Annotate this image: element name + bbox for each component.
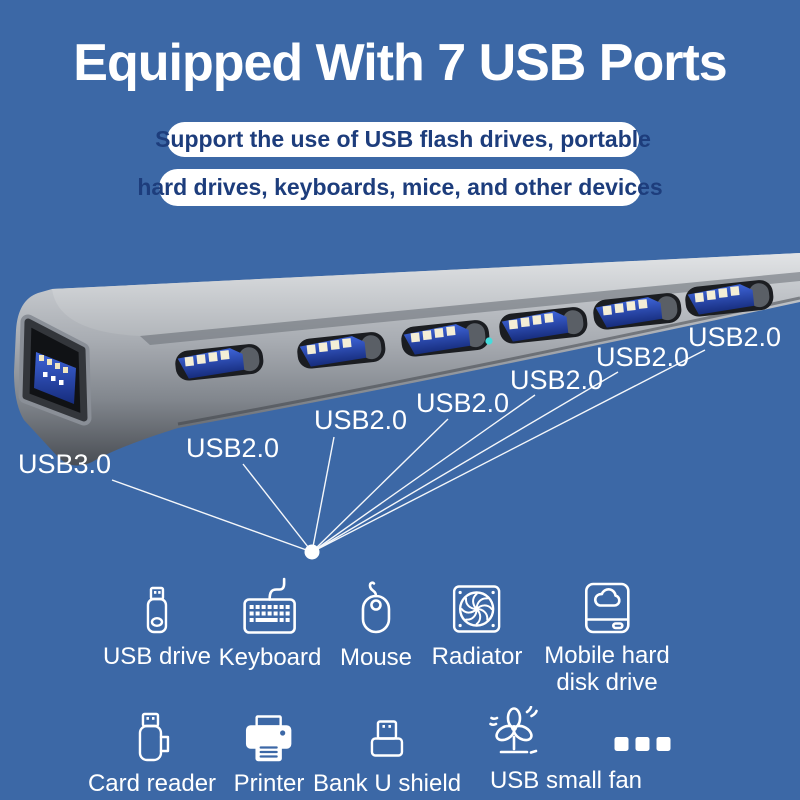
device-printer: Printer: [233, 714, 305, 797]
usb3-pins: [39, 355, 68, 385]
port-label-usb2-1: USB2.0: [186, 433, 279, 463]
usb3-port: [18, 314, 92, 426]
usb-drive-icon: [103, 586, 211, 636]
device-radiator: Radiator: [431, 584, 523, 670]
device-label: Card reader: [87, 770, 217, 797]
device-label-line1: Mobile hard: [544, 642, 670, 669]
usb-small-fan-icon: [488, 706, 540, 762]
device-usb-drive: USB drive: [103, 586, 211, 670]
subtitle-pill-2: hard drives, keyboards, mice, and other …: [137, 169, 663, 206]
device-label: Mouse: [339, 644, 413, 671]
port-label-usb3: USB3.0: [18, 449, 111, 479]
device-label: USB small fan: [489, 767, 643, 794]
port-label-usb2-6: USB2.0: [688, 322, 781, 352]
port-label-usb2-2: USB2.0: [314, 405, 407, 435]
subtitle-pill-1: Support the use of USB flash drives, por…: [155, 122, 651, 157]
power-led: [485, 337, 493, 345]
usb-hub-illustration: USB3.0 USB2.0 USB2.0 USB2.0 USB2.0 USB2.…: [14, 253, 800, 560]
port-label-usb2-4: USB2.0: [510, 365, 603, 395]
device-label: Bank U shield: [312, 770, 462, 797]
device-mobile-hdd: Mobile hard disk drive: [544, 582, 670, 696]
bank-u-shield-icon: [313, 719, 461, 761]
device-label: Keyboard: [218, 644, 322, 671]
device-label-line2: disk drive: [556, 669, 658, 696]
card-reader-icon: [88, 712, 216, 764]
mouse-icon: [340, 580, 412, 634]
device-bank-u-shield: Bank U shield: [313, 719, 461, 797]
usb2-ports: [175, 280, 774, 381]
usb-small-fan-icon-wrap: [488, 706, 540, 762]
device-usb-small-fan: USB small fan: [490, 767, 642, 794]
page-title: Equipped With 7 USB Ports: [73, 34, 727, 92]
device-card-reader: Card reader: [88, 712, 216, 797]
device-label: Printer: [233, 770, 305, 797]
keyboard-icon: [219, 576, 322, 636]
printer-icon: [234, 714, 305, 764]
mobile-hard-disk-icon: [544, 582, 669, 634]
device-label: USB drive: [102, 643, 212, 670]
device-keyboard: Keyboard: [218, 576, 322, 671]
device-mouse: Mouse: [340, 580, 412, 671]
callout-lines: [111, 349, 706, 553]
device-label: Radiator: [431, 643, 523, 670]
radiator-icon: [432, 584, 523, 634]
callout-origin-dot: [304, 544, 320, 560]
port-label-usb2-5: USB2.0: [596, 342, 689, 372]
more-devices-ellipsis-icon: [611, 737, 674, 756]
port-label-usb2-3: USB2.0: [416, 388, 509, 418]
